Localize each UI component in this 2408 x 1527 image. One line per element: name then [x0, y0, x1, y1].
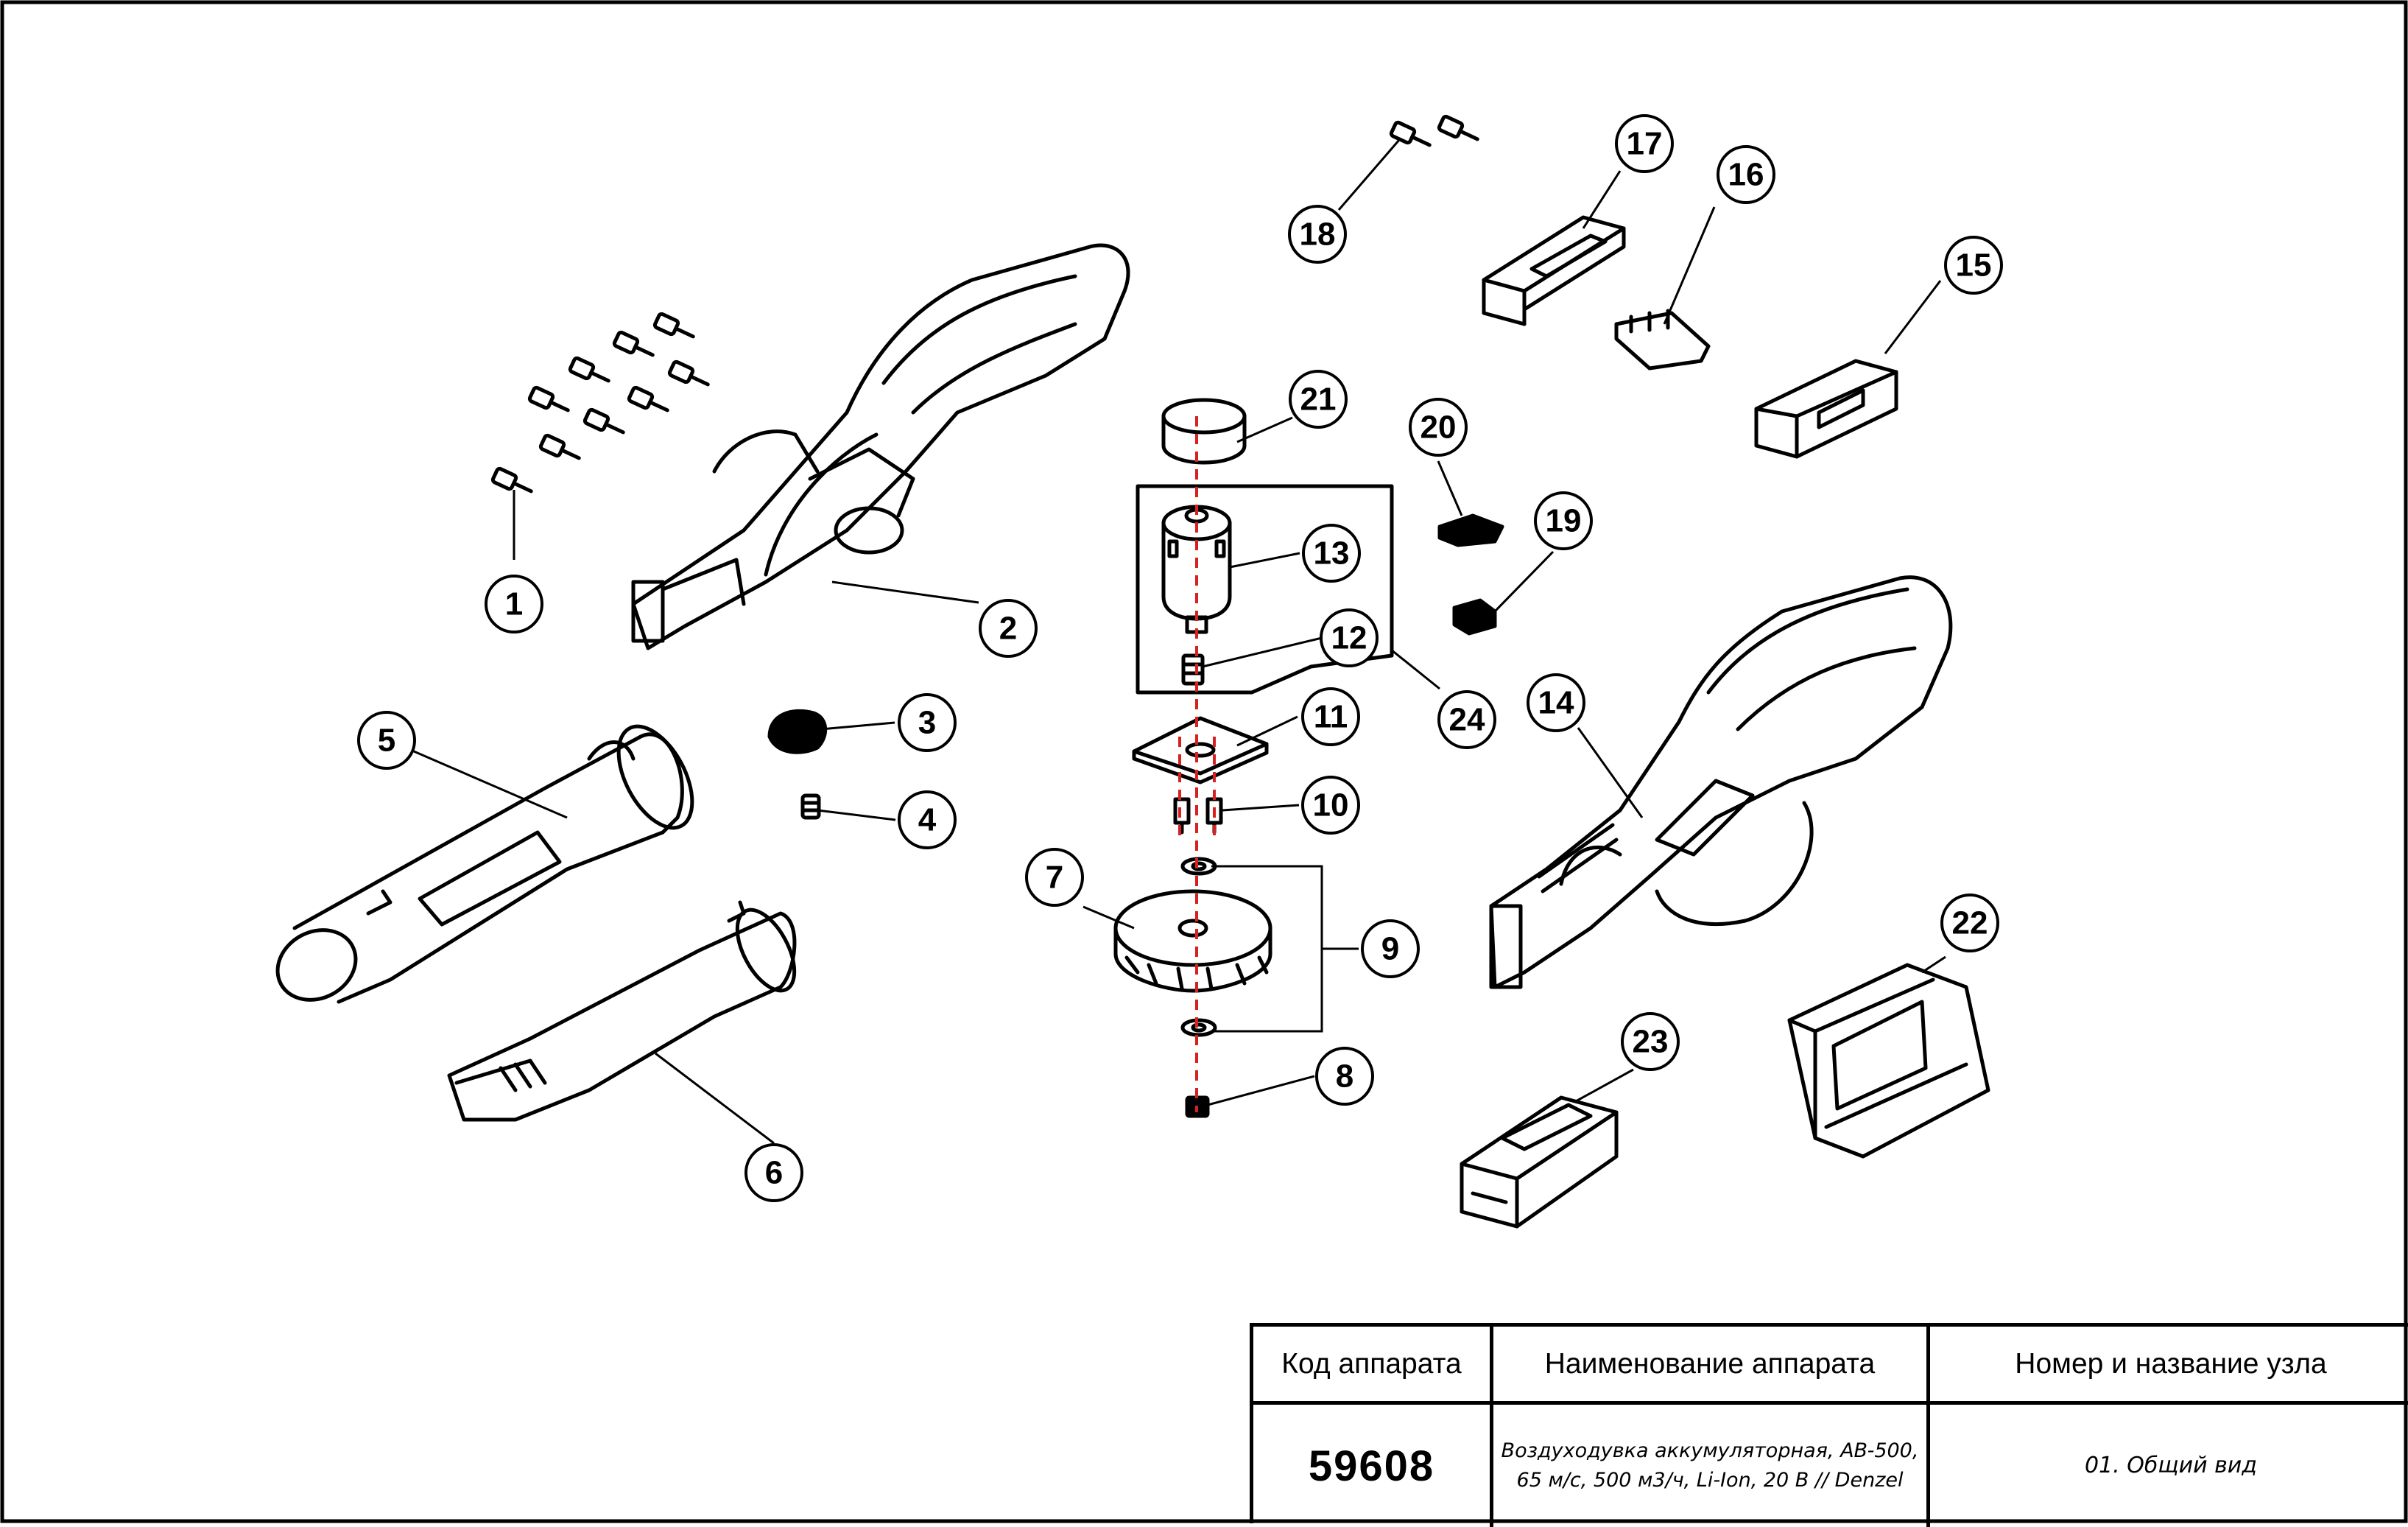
title-block-divider [1490, 1327, 1493, 1527]
right-housing-drawing [1489, 575, 1953, 989]
callout-13-label: 13 [1314, 536, 1350, 572]
callout-5-label: 5 [378, 723, 395, 759]
callout-1[interactable]: 1 [485, 575, 543, 633]
flat-nozzle-drawing [447, 900, 797, 1122]
slider-knob-drawing [767, 709, 828, 754]
left-housing-drawing [631, 243, 1130, 650]
trigger-drawing [1437, 513, 1504, 547]
callout-12[interactable]: 12 [1320, 608, 1379, 667]
callout-22[interactable]: 22 [1940, 894, 1999, 952]
callout-15[interactable]: 15 [1944, 236, 2003, 295]
assembly-axis [1178, 416, 1216, 1112]
callout-14-label: 14 [1538, 685, 1574, 721]
header-unit: Номер и название узла [2015, 1347, 2327, 1380]
callout-14[interactable]: 14 [1527, 673, 1585, 732]
callout-3-label: 3 [918, 705, 936, 741]
shaft-drawing [1181, 653, 1205, 686]
callout-7-label: 7 [1046, 860, 1063, 896]
callout-10[interactable]: 10 [1301, 776, 1360, 835]
callout-2-label: 2 [999, 611, 1017, 647]
callout-24[interactable]: 24 [1437, 690, 1496, 749]
callout-4[interactable]: 4 [898, 790, 957, 849]
callout-21[interactable]: 21 [1289, 370, 1348, 429]
callout-23-label: 23 [1633, 1024, 1669, 1060]
callout-6-label: 6 [765, 1155, 783, 1191]
callout-6[interactable]: 6 [744, 1143, 803, 1202]
device-name-line-2: 65 м/с, 500 м3/ч, Li-Ion, 20 В // Denzel [1516, 1469, 1904, 1492]
callout-18-label: 18 [1300, 217, 1336, 253]
callout-15-label: 15 [1956, 248, 1992, 284]
callout-20[interactable]: 20 [1409, 398, 1468, 457]
title-block-divider [1926, 1327, 1930, 1527]
callout-19-label: 19 [1546, 503, 1582, 539]
callout-12-label: 12 [1331, 620, 1367, 656]
charger-drawing [1787, 963, 1990, 1159]
callout-22-label: 22 [1952, 905, 1988, 941]
callout-1-label: 1 [505, 586, 523, 622]
callout-3[interactable]: 3 [898, 693, 957, 752]
device-name-line-1: Воздуходувка аккумуляторная, AB-500, [1501, 1439, 1919, 1462]
callout-13[interactable]: 13 [1302, 524, 1361, 583]
callout-9[interactable]: 9 [1361, 919, 1420, 978]
callout-9-label: 9 [1381, 931, 1399, 967]
ring-drawing [1161, 398, 1247, 465]
callout-2[interactable]: 2 [979, 599, 1038, 658]
title-block-divider [1253, 1401, 2408, 1405]
callout-7[interactable]: 7 [1025, 848, 1084, 907]
callout-17[interactable]: 17 [1615, 114, 1674, 173]
device-name-value: Воздуходувка аккумуляторная, AB-500, 65 … [1493, 1405, 1926, 1527]
header-device-code: Код аппарата [1281, 1347, 1462, 1380]
callout-19[interactable]: 19 [1534, 491, 1593, 550]
callout-5[interactable]: 5 [357, 711, 416, 770]
pin-drawing [800, 793, 821, 820]
callout-18[interactable]: 18 [1288, 205, 1347, 264]
leader-lines [413, 139, 1946, 1145]
callout-8-label: 8 [1336, 1059, 1353, 1095]
impeller-drawing [1113, 889, 1272, 993]
battery-cover-drawing [1482, 215, 1626, 326]
terminal-block-drawing [1614, 309, 1711, 371]
battery-drawing [1460, 1095, 1619, 1229]
mount-plate-drawing [1132, 716, 1269, 784]
unit-value: 01. Общий вид [2084, 1453, 2258, 1478]
part-drawings [275, 114, 1990, 1229]
callout-4-label: 4 [918, 802, 937, 838]
blower-tube-drawing [275, 724, 694, 1004]
header-device-name: Наименование аппарата [1544, 1347, 1876, 1380]
callout-10-label: 10 [1313, 787, 1349, 824]
callout-20-label: 20 [1420, 410, 1457, 446]
battery-latch-drawing [1754, 359, 1898, 459]
callout-16[interactable]: 16 [1717, 145, 1775, 204]
device-code-value: 59608 [1308, 1442, 1435, 1490]
callout-23[interactable]: 23 [1621, 1012, 1680, 1071]
callout-8[interactable]: 8 [1315, 1047, 1374, 1106]
motor-assembly-frame [1136, 484, 1394, 695]
callouts: 1 2 3 4 5 6 7 8 9 10 11 12 13 14 15 16 1… [357, 114, 2003, 1202]
callout-21-label: 21 [1300, 382, 1337, 418]
cover-screws-drawing [1389, 114, 1479, 147]
callout-17-label: 17 [1627, 126, 1663, 162]
screws-drawing [490, 312, 710, 494]
callout-11[interactable]: 11 [1301, 687, 1360, 746]
callout-24-label: 24 [1449, 702, 1485, 738]
title-block: Код аппарата Наименование аппарата Номер… [1250, 1323, 2408, 1527]
callout-11-label: 11 [1314, 699, 1348, 735]
callout-16-label: 16 [1728, 157, 1764, 193]
switch-drawing [1452, 598, 1497, 636]
